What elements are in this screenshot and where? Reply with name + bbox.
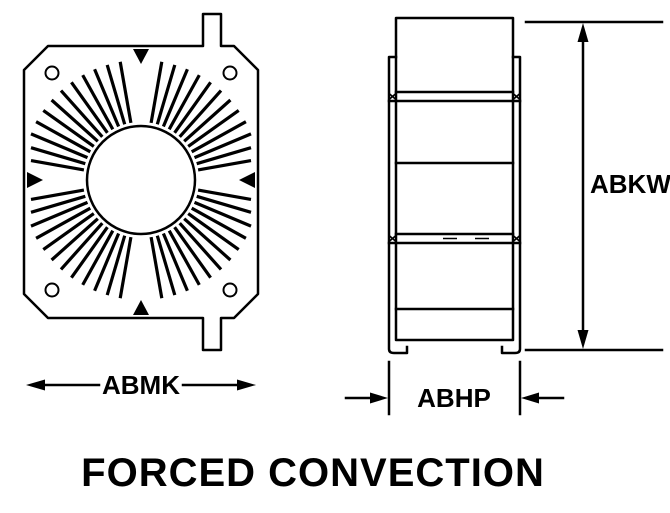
heat-sink-fin bbox=[161, 68, 189, 128]
center-bore bbox=[85, 124, 197, 236]
heat-sink-fin bbox=[190, 206, 247, 240]
dim-label-abkw: ABKW bbox=[590, 169, 670, 199]
heat-sink-fin bbox=[93, 68, 121, 128]
heat-sink-fin bbox=[196, 194, 252, 214]
heat-sink-fin bbox=[93, 232, 121, 292]
heat-sink-fin bbox=[81, 229, 115, 286]
heat-sink-fin bbox=[167, 229, 201, 286]
heat-sink-fin bbox=[161, 232, 189, 292]
screw-mark bbox=[511, 234, 522, 243]
heat-sink-fin bbox=[59, 222, 104, 271]
right-mounting-rail bbox=[500, 55, 522, 355]
heat-sink-fin bbox=[30, 159, 85, 172]
heat-sink-fin bbox=[118, 236, 133, 299]
heat-sink-fin bbox=[149, 61, 164, 124]
heat-sink-fin bbox=[173, 226, 212, 279]
heat-sink-fin bbox=[30, 200, 89, 228]
dimension-abhp: ABHP bbox=[344, 360, 565, 416]
arrowhead-left bbox=[26, 379, 45, 391]
front-outline bbox=[22, 12, 260, 352]
screw-mark bbox=[387, 92, 398, 101]
heat-sink-fin bbox=[197, 159, 252, 172]
mounting-hole bbox=[44, 65, 60, 81]
radial-fins bbox=[30, 61, 252, 299]
heat-sink-fin bbox=[30, 188, 85, 201]
heat-sink-fin bbox=[70, 81, 109, 134]
heat-sink-fin bbox=[193, 200, 252, 228]
arrowhead-left bbox=[521, 392, 539, 404]
heat-sink-fin bbox=[30, 146, 86, 166]
heat-sink-fin bbox=[155, 64, 177, 125]
heat-sink-fin bbox=[105, 64, 127, 125]
heat-sink-fin bbox=[59, 89, 104, 138]
side-view bbox=[387, 16, 522, 355]
diagram-title: FORCED CONVECTION bbox=[81, 451, 545, 495]
dim-label-abhp: ABHP bbox=[417, 383, 491, 413]
dimension-abmk: ABMK bbox=[26, 370, 256, 400]
heat-sink-fin bbox=[183, 98, 232, 143]
heat-sink-fin bbox=[105, 235, 127, 296]
front-view bbox=[22, 12, 260, 352]
heat-sink-fin bbox=[149, 236, 164, 299]
screw-mark bbox=[387, 234, 398, 243]
heat-sink-fin bbox=[183, 217, 232, 262]
heat-sink-fin bbox=[173, 81, 212, 134]
fin-gap-marker-right bbox=[239, 172, 255, 188]
fin-gap-marker-left bbox=[27, 172, 43, 188]
arrowhead-up bbox=[577, 23, 589, 42]
mounting-hole bbox=[222, 65, 238, 81]
screw-mark bbox=[511, 92, 522, 101]
left-mounting-rail bbox=[387, 55, 409, 355]
arrowhead-right bbox=[370, 392, 388, 404]
dim-label-abmk: ABMK bbox=[102, 370, 180, 400]
heat-sink-fin bbox=[42, 109, 95, 148]
heat-sink-fin bbox=[35, 120, 92, 154]
heat-sink-fin bbox=[42, 212, 95, 251]
heat-sink-fin bbox=[178, 222, 223, 271]
fin-gap-marker-bottom bbox=[133, 300, 149, 315]
heat-sink-fin bbox=[81, 74, 115, 131]
heat-sink-fin bbox=[30, 194, 86, 214]
heat-sink-fin bbox=[70, 226, 109, 279]
side-body bbox=[394, 16, 515, 342]
heat-sink-fin bbox=[187, 212, 240, 251]
mounting-hole bbox=[222, 282, 238, 298]
heat-sink-fin bbox=[50, 98, 99, 143]
dimension-abkw: ABKW bbox=[524, 20, 670, 352]
arrowhead-down bbox=[577, 330, 589, 349]
heat-sink-fin bbox=[190, 120, 247, 154]
heat-sink-fin bbox=[197, 188, 252, 201]
mounting-hole bbox=[44, 282, 60, 298]
heat-sink-fin bbox=[196, 146, 252, 166]
heat-sink-fin bbox=[167, 74, 201, 131]
heat-sink-fin bbox=[155, 235, 177, 296]
heat-sink-fin bbox=[187, 109, 240, 148]
heat-sink-fin bbox=[30, 132, 89, 160]
heat-sink-fin bbox=[50, 217, 99, 262]
heat-sink-fin bbox=[118, 61, 133, 124]
heat-sink-fin bbox=[178, 89, 223, 138]
heat-sink-fin bbox=[35, 206, 92, 240]
fin-gap-marker-top bbox=[133, 49, 149, 64]
heat-sink-fin bbox=[193, 132, 252, 160]
arrowhead-right bbox=[237, 379, 256, 391]
